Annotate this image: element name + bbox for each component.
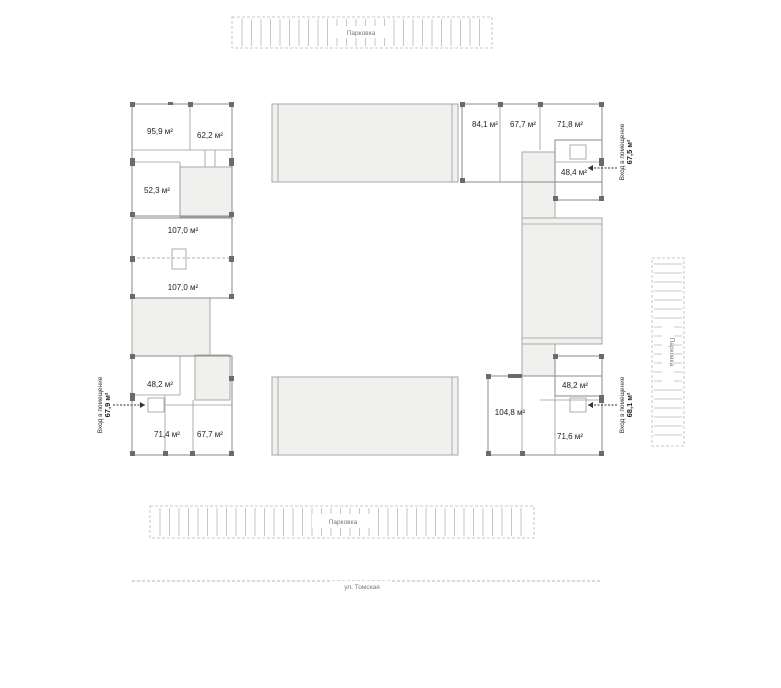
entrance-top-right-caption: Вход в помещение — [619, 123, 626, 180]
left-block-mid — [130, 217, 234, 299]
entrance-left-area: 67,9 м² — [103, 392, 112, 417]
unit-48-4: 48,4 м² — [561, 168, 587, 177]
entrance-top-right-area: 67,5 м² — [625, 139, 634, 164]
street-label: ул. Томская — [344, 584, 380, 591]
unit-52-3: 52,3 м² — [144, 186, 170, 195]
unit-84-1: 84,1 м² — [472, 120, 498, 129]
parking-bottom: Парковка — [149, 505, 535, 539]
parking-right-label: Парковка — [668, 338, 675, 367]
arrow-left-icon — [588, 165, 593, 171]
unit-95-9: 95,9 м² — [147, 127, 173, 136]
unit-48-2-left: 48,2 м² — [147, 380, 173, 389]
entrance-left: Вход в помещение 67,9 м² — [97, 376, 145, 433]
right-block-top — [460, 102, 604, 201]
unit-104-8: 104,8 м² — [495, 408, 526, 417]
unit-labels: 95,9 м² 62,2 м² 52,3 м² 107,0 м² 107,0 м… — [144, 120, 588, 441]
entrance-bottom-right-caption: Вход в помещение — [619, 376, 626, 433]
corridors — [131, 103, 603, 456]
left-block-top — [130, 102, 234, 217]
unit-67-7-left: 67,7 м² — [197, 430, 223, 439]
unit-71-4: 71,4 м² — [154, 430, 180, 439]
left-block-bottom — [130, 354, 234, 456]
parking-bottom-label: Парковка — [329, 519, 358, 526]
parking-top-label: Парковка — [347, 30, 376, 37]
unit-67-7-top: 67,7 м² — [510, 120, 536, 129]
parking-top: Парковка — [231, 16, 493, 49]
unit-107-0-b: 107,0 м² — [168, 283, 199, 292]
arrow-right-icon — [140, 402, 145, 408]
unit-62-2: 62,2 м² — [197, 131, 223, 140]
arrow-left-icon — [588, 402, 593, 408]
entrance-left-caption: Вход в помещение — [97, 376, 104, 433]
unit-107-0-a: 107,0 м² — [168, 226, 199, 235]
unit-71-8: 71,8 м² — [557, 120, 583, 129]
right-block-bottom — [486, 354, 604, 456]
unit-71-6: 71,6 м² — [557, 432, 583, 441]
entrance-bottom-right-area: 68,1 м² — [625, 392, 634, 417]
entrance-top-right: Вход в помещение 67,5 м² — [588, 123, 634, 180]
parking-right: Парковка — [651, 257, 685, 447]
unit-48-2-right: 48,2 м² — [562, 381, 588, 390]
street: ул. Томская — [132, 580, 600, 591]
entrance-bottom-right: Вход в помещение 68,1 м² — [588, 376, 634, 433]
